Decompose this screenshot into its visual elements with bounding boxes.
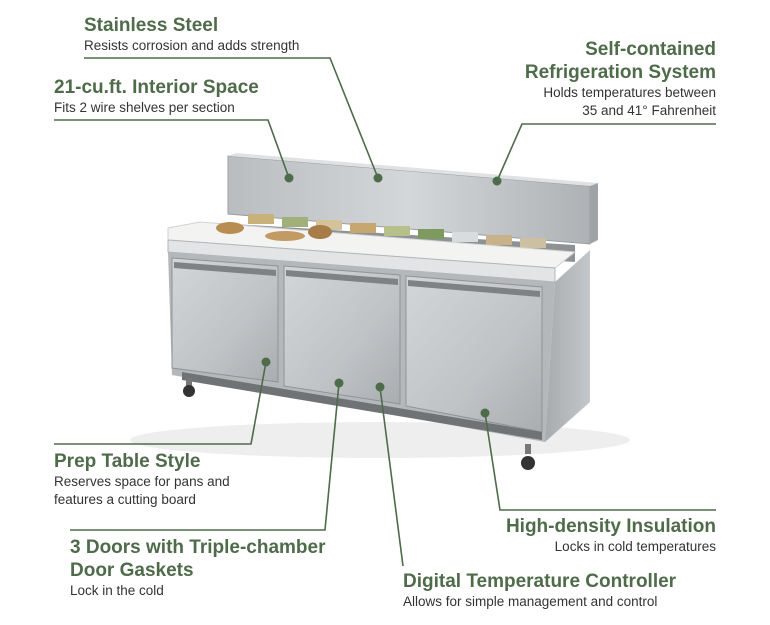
cabinet-side: [545, 250, 590, 442]
callout-title: Digital Temperature Controller: [403, 571, 677, 592]
callout-description: Locks in cold temperatures: [554, 539, 716, 554]
bread-loaf: [308, 225, 332, 239]
callout-prep-table-style: Prep Table Style Reserves space for pans…: [54, 450, 230, 509]
callout-description-line1: Holds temperatures between: [543, 85, 716, 100]
callout-description: Fits 2 wire shelves per section: [54, 100, 235, 115]
callout-title-line1: Self-contained: [585, 39, 716, 60]
callout-description-line2: features a cutting board: [54, 492, 196, 507]
callout-digital-temperature-controller: Digital Temperature Controller Allows fo…: [403, 570, 676, 611]
door-handle-right: [408, 280, 540, 297]
door-right: [405, 275, 543, 433]
door-center: [283, 265, 401, 405]
backsplash-side: [590, 183, 598, 244]
door-handle-left: [174, 262, 276, 276]
door-left: [171, 257, 279, 383]
callout-description-line1: Reserves space for pans and: [54, 474, 230, 489]
callout-title: Prep Table Style: [54, 451, 201, 472]
ingredient-pans: [248, 214, 546, 248]
callout-title: Stainless Steel: [84, 15, 219, 36]
door-handle-center: [286, 270, 398, 285]
callout-description: Resists corrosion and adds strength: [84, 38, 300, 53]
callout-title-line2: Refrigeration System: [524, 62, 716, 83]
callout-description: Allows for simple management and control: [403, 594, 658, 609]
callout-high-density-insulation: High-density Insulation Locks in cold te…: [506, 515, 716, 556]
bread: [265, 231, 305, 241]
callout-stainless-steel: Stainless Steel Resists corrosion and ad…: [84, 14, 299, 55]
callout-three-doors: 3 Doors with Triple-chamber Door Gaskets…: [70, 536, 326, 600]
callout-refrigeration-system: Self-contained Refrigeration System Hold…: [525, 38, 716, 120]
callout-title-line1: 3 Doors with Triple-chamber: [70, 537, 326, 558]
callout-description: Lock in the cold: [70, 583, 164, 598]
sandwich: [216, 222, 244, 234]
callout-description-line2: 35 and 41° Fahrenheit: [582, 103, 716, 118]
callout-title-line2: Door Gaskets: [70, 560, 194, 581]
callout-interior-space: 21-cu.ft. Interior Space Fits 2 wire she…: [54, 76, 259, 117]
callout-title: High-density Insulation: [505, 516, 716, 537]
callout-title: 21-cu.ft. Interior Space: [54, 77, 259, 98]
